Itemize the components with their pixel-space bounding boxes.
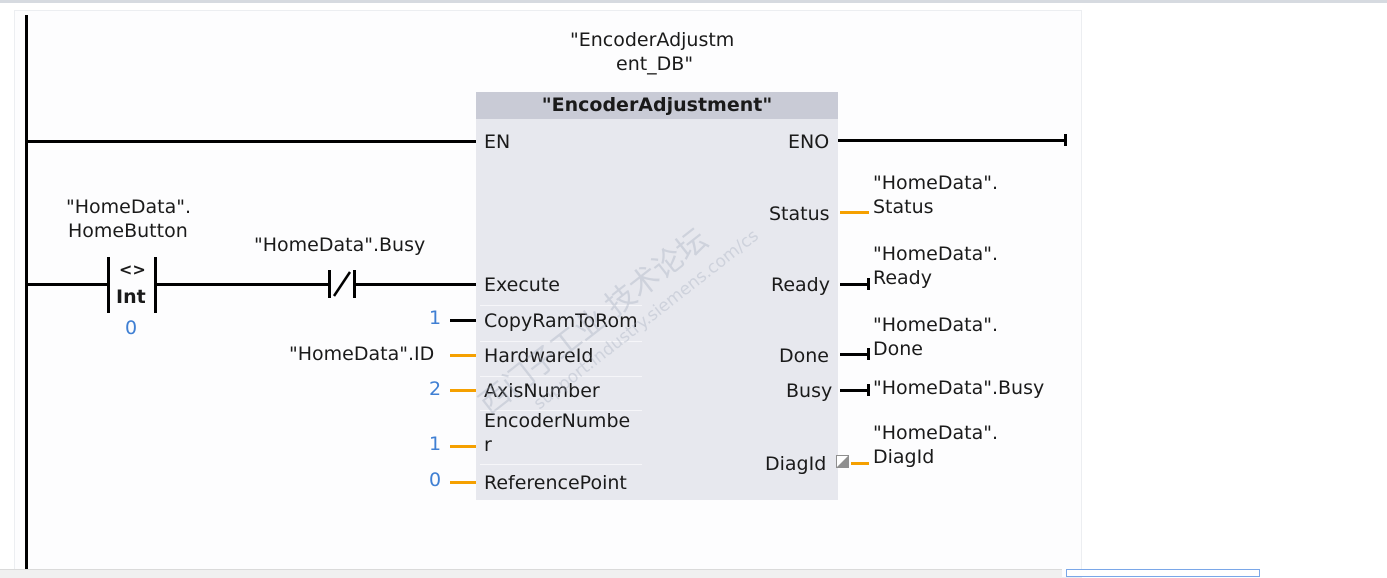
hardware-id-wire [450,354,476,357]
done-wire [840,353,869,356]
pin-reference-point: ReferencePoint [484,472,627,494]
reference-point-wire [450,481,476,484]
compare-contact-left-bar [107,257,110,313]
encoder-number-wire [450,445,476,448]
pin-diag-id: DiagId [765,453,827,475]
editor-top-border [0,0,1387,3]
ready-tag-line1[interactable]: "HomeData". [873,243,998,265]
pin-ready: Ready [771,274,830,296]
pin-separator [480,410,642,411]
copy-ram-to-rom-value[interactable]: 1 [429,307,442,329]
eno-wire-end [1064,134,1067,146]
pin-separator [480,464,642,465]
compare-operator: <> [119,260,146,279]
pin-en: EN [484,131,511,153]
pin-separator [480,341,642,342]
compare-contact-right-bar [154,257,157,313]
ready-tag-line2[interactable]: Ready [873,267,932,289]
encoder-number-value[interactable]: 1 [429,433,442,455]
power-rail [25,15,28,571]
pin-separator [480,305,642,306]
compare-contact-tag-line1[interactable]: "HomeData". [66,196,191,218]
pin-hardware-id: HardwareId [484,345,594,367]
horizontal-scrollbar-track[interactable] [0,569,1062,578]
horizontal-scrollbar-thumb[interactable] [1066,569,1260,577]
done-tag-line2[interactable]: Done [873,338,923,360]
execute-wire-mid [157,283,329,286]
function-block[interactable] [476,92,838,500]
execute-wire-left [28,283,108,286]
ready-wire [840,283,869,286]
pin-busy: Busy [786,380,833,402]
diag-id-tag-line2[interactable]: DiagId [873,446,935,468]
pin-eno: ENO [788,131,830,153]
done-tag-line1[interactable]: "HomeData". [873,314,998,336]
pin-execute: Execute [484,274,560,296]
reference-point-value[interactable]: 0 [429,469,442,491]
block-title[interactable]: "EncoderAdjustment" [476,92,838,119]
copy-ram-to-rom-wire [450,319,476,322]
compare-operand[interactable]: 0 [125,317,138,339]
diag-id-indicator-icon [836,455,849,468]
pin-encoder-number-line2: r [484,434,492,456]
status-wire [840,211,869,214]
instance-db-line1[interactable]: "EncoderAdjustm [570,29,735,51]
nc-contact-right-bar [353,270,356,298]
axis-number-wire [450,389,476,392]
nc-contact-left-bar [328,270,331,298]
instance-db-line2[interactable]: ent_DB" [616,53,694,75]
compare-contact-tag-line2[interactable]: HomeButton [68,220,188,242]
pin-encoder-number-line1: EncoderNumbe [484,410,631,432]
compare-type: Int [116,286,146,308]
busy-tag[interactable]: "HomeData".Busy [873,377,1045,399]
nc-contact-tag[interactable]: "HomeData".Busy [254,234,426,256]
en-wire [28,140,476,143]
execute-wire-right [356,283,476,286]
pin-axis-number: AxisNumber [484,380,600,402]
status-tag-line1[interactable]: "HomeData". [873,172,998,194]
hardware-id-value[interactable]: "HomeData".ID [289,343,435,365]
axis-number-value[interactable]: 2 [429,378,442,400]
diag-id-wire [851,462,869,465]
pin-status: Status [769,203,830,225]
pin-copy-ram-to-rom: CopyRamToRom [484,310,638,332]
status-tag-line2[interactable]: Status [873,196,934,218]
diag-id-tag-line1[interactable]: "HomeData". [873,422,998,444]
eno-wire [838,139,1066,142]
pin-separator [480,376,642,377]
busy-wire-end [867,384,870,396]
pin-done: Done [779,345,829,367]
busy-wire [840,389,869,392]
ready-wire-end [867,278,870,290]
done-wire-end [867,348,870,360]
nc-contact-slash [332,271,352,297]
